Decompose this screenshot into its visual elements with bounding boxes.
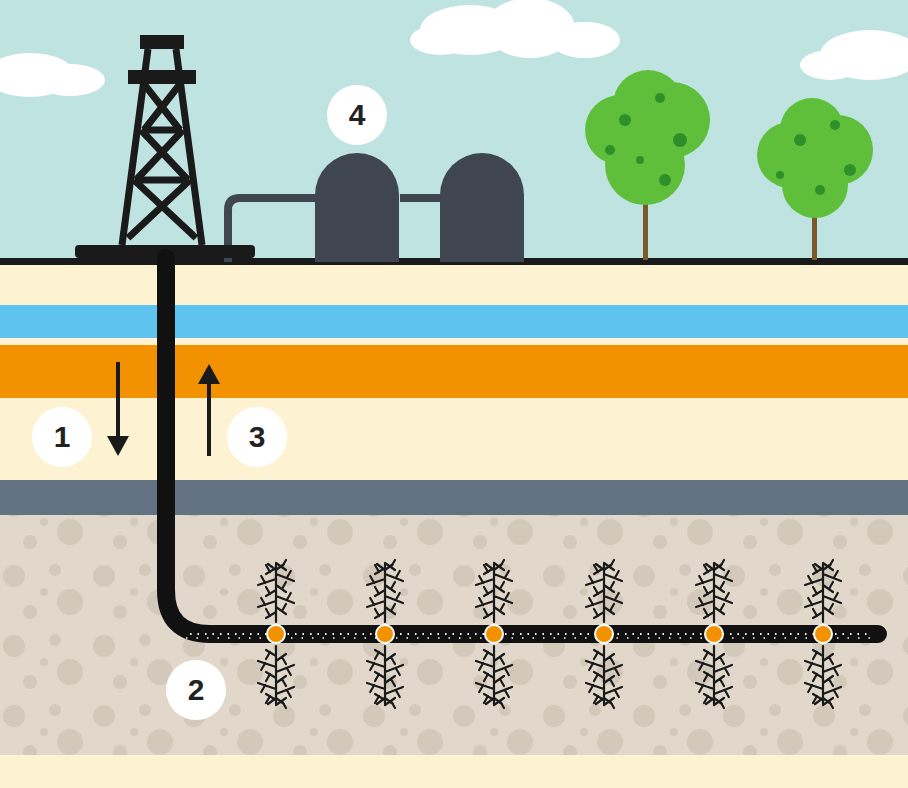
callout-number: 3 <box>249 422 266 452</box>
drilling-rig <box>75 35 255 258</box>
perforation-points <box>267 625 832 643</box>
callout-number: 1 <box>54 422 71 452</box>
storage-tanks <box>228 153 524 262</box>
clouds <box>0 0 908 97</box>
rock-layer <box>0 398 908 480</box>
callout-circle: 4 <box>327 85 387 145</box>
flow-arrow <box>107 362 129 456</box>
fractures <box>258 560 841 708</box>
flow-arrow <box>198 364 220 456</box>
cap-rock-layer <box>0 480 908 515</box>
proppant-dots <box>186 637 870 639</box>
callout-circle: 3 <box>227 407 287 467</box>
tree <box>757 98 873 260</box>
rock-layer <box>0 345 908 398</box>
callout-number: 4 <box>349 100 366 130</box>
callout-circle: 2 <box>166 660 226 720</box>
proppant-dots <box>190 633 872 635</box>
callout-number: 2 <box>188 675 205 705</box>
topsoil-layer <box>0 262 908 305</box>
tree <box>585 70 710 260</box>
sky <box>0 0 908 262</box>
rock-layer <box>0 338 908 345</box>
aquifer-layer <box>0 305 908 338</box>
callout-circle: 1 <box>32 407 92 467</box>
bottom-layer <box>0 755 908 788</box>
well-bore <box>166 258 878 634</box>
